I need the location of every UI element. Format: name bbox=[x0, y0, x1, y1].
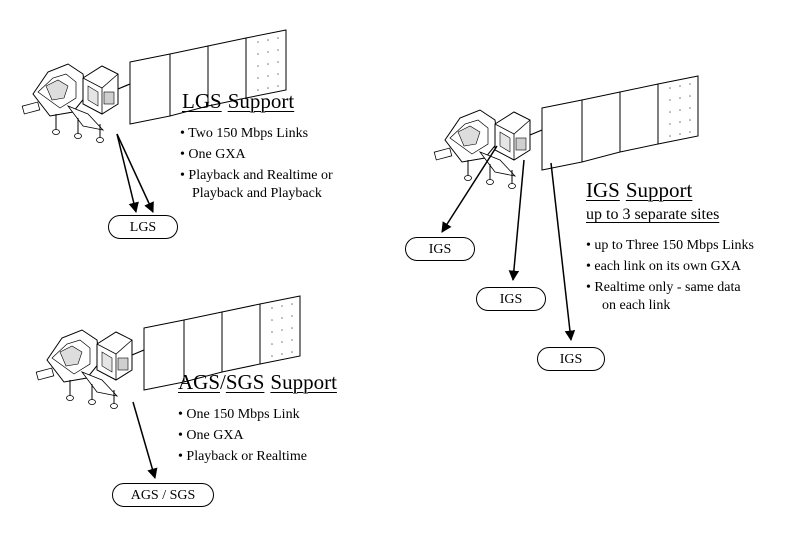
ags-title-station-a: AGS bbox=[178, 370, 221, 394]
ags-bullet: • One 150 Mbps Link bbox=[178, 407, 300, 422]
ags-title-station-b: SGS bbox=[225, 370, 265, 394]
ags-title-support: Support bbox=[270, 370, 337, 394]
igs-title-support: Support bbox=[625, 178, 693, 202]
igs-bullet: • each link on its own GXA bbox=[586, 259, 741, 274]
igs-title-station: IGS bbox=[586, 178, 620, 202]
igs-satellite-icon bbox=[433, 75, 699, 190]
igs-bullet-continuation: on each link bbox=[602, 298, 671, 313]
ags-title-separator: / bbox=[220, 370, 226, 394]
ags-station-node: AGS / SGS bbox=[112, 483, 214, 507]
igs-station-node-1: IGS bbox=[405, 237, 475, 261]
igs-station-node-2: IGS bbox=[476, 287, 546, 311]
lgs-bullet: • One GXA bbox=[180, 147, 246, 162]
igs-downlink-arrow-1 bbox=[441, 145, 498, 233]
ags-bullet: • One GXA bbox=[178, 428, 244, 443]
ags-downlink-arrow bbox=[132, 401, 158, 480]
igs-bullet-list: • up to Three 150 Mbps Links • each link… bbox=[586, 235, 754, 316]
lgs-downlink-arrow-2 bbox=[116, 133, 154, 213]
lgs-bullet-list: • Two 150 Mbps Links • One GXA • Playbac… bbox=[180, 123, 333, 204]
lgs-bullet-continuation: Playback and Playback bbox=[192, 186, 322, 201]
igs-downlink-arrow-3 bbox=[550, 162, 576, 342]
lgs-downlink-arrow-1 bbox=[116, 133, 139, 214]
igs-station-node-3: IGS bbox=[537, 347, 605, 371]
lgs-station-node: LGS bbox=[108, 215, 178, 239]
lgs-title-station: LGS bbox=[182, 89, 222, 113]
ags-bullet: • Playback or Realtime bbox=[178, 449, 307, 464]
lgs-bullet: • Playback and Realtime or bbox=[180, 168, 333, 183]
igs-bullet: • Realtime only - same data bbox=[586, 280, 741, 295]
igs-subtitle: up to 3 separate sites bbox=[586, 206, 720, 223]
lgs-bullet: • Two 150 Mbps Links bbox=[180, 126, 309, 141]
igs-downlink-arrow-2 bbox=[508, 159, 525, 282]
lgs-title-support: Support bbox=[227, 89, 295, 113]
igs-bullet: • up to Three 150 Mbps Links bbox=[586, 238, 754, 253]
ags-bullet-list: • One 150 Mbps Link • One GXA • Playback… bbox=[178, 404, 307, 467]
